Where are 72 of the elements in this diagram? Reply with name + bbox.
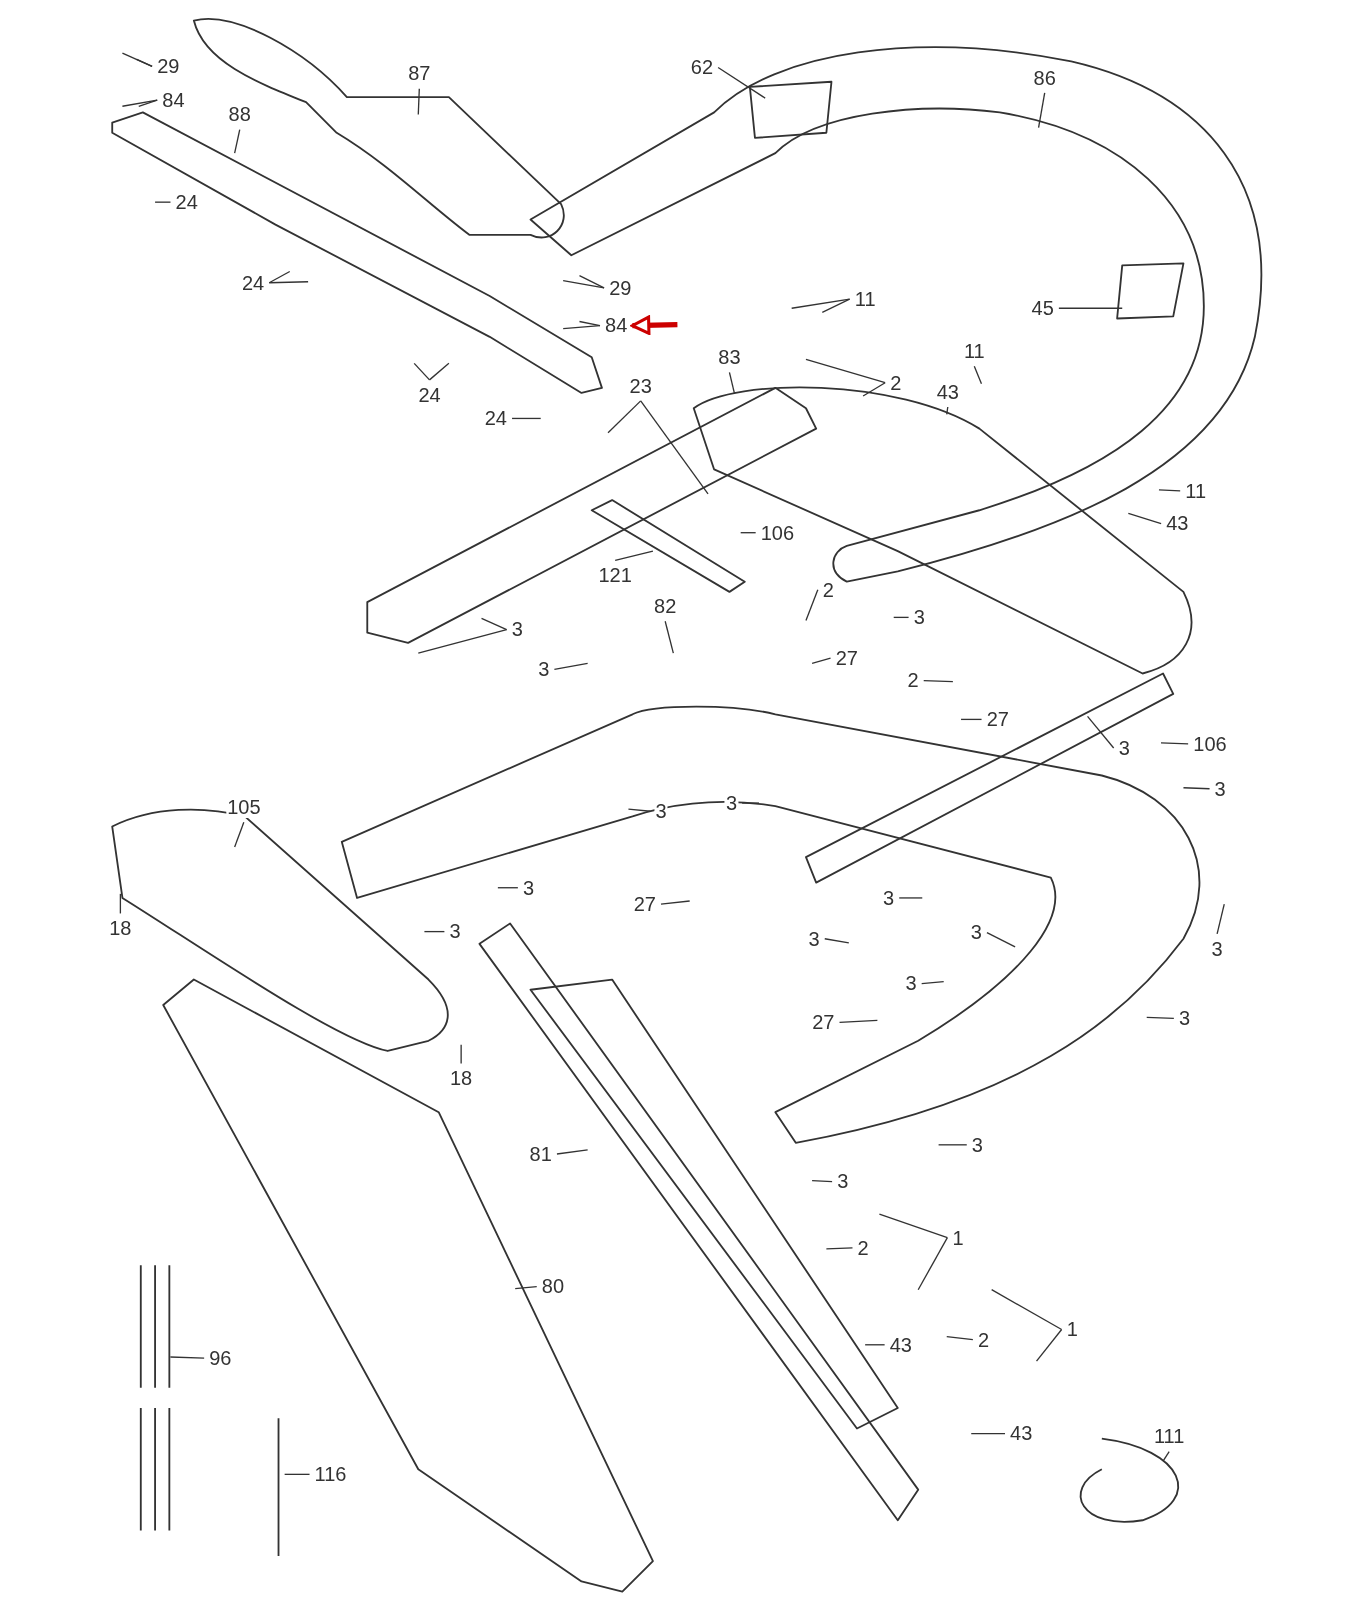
leader-line — [556, 1149, 589, 1155]
leader-line — [946, 1335, 974, 1341]
leader-line — [811, 1179, 833, 1183]
leader-line — [627, 808, 652, 812]
leader-line — [154, 201, 172, 203]
leader-line — [740, 532, 757, 534]
leader-line — [660, 900, 691, 905]
leader-line — [990, 1289, 1063, 1331]
leader-line — [811, 657, 832, 664]
leader-line — [497, 887, 519, 889]
leader-line — [893, 616, 910, 619]
leader-line — [138, 99, 158, 107]
leader-line — [921, 980, 945, 985]
leader-line — [821, 298, 851, 313]
leader-line — [1216, 903, 1225, 935]
leader-line — [1158, 489, 1181, 492]
leader-line — [283, 1473, 311, 1476]
leader-line — [460, 1044, 462, 1065]
arrow — [630, 315, 678, 335]
leader-line — [946, 406, 949, 416]
leader-line — [614, 550, 654, 562]
leader-line — [923, 679, 954, 683]
leader-line — [1127, 512, 1162, 525]
leader-line — [805, 589, 819, 622]
leader-line — [234, 821, 245, 848]
leader-line — [480, 617, 508, 631]
leader-line — [791, 298, 851, 309]
leader-line — [825, 1247, 854, 1250]
leader-line — [417, 88, 420, 116]
leader-line — [717, 66, 766, 99]
leader-line — [1160, 742, 1189, 745]
leader-line — [970, 1432, 1006, 1435]
leader-line — [268, 281, 309, 284]
leader-line — [728, 371, 736, 395]
leader-line — [741, 802, 760, 804]
leader-line — [838, 1019, 879, 1024]
leader-line — [898, 897, 923, 899]
leader-line — [878, 1213, 949, 1239]
leader-line — [234, 128, 241, 154]
leader-line — [824, 938, 850, 944]
leader-line — [607, 400, 642, 434]
leader-line — [417, 628, 508, 654]
leader-line — [1037, 92, 1046, 129]
leader-line — [973, 365, 983, 385]
leader-line — [553, 662, 589, 671]
leader-line — [1182, 787, 1211, 790]
leader-line — [917, 1237, 949, 1291]
leader-line — [664, 620, 674, 654]
leader-line — [805, 358, 886, 384]
leader-line — [1058, 307, 1123, 309]
leader-line — [119, 893, 122, 915]
leader-line — [1162, 1451, 1170, 1462]
leader-line — [562, 280, 605, 289]
leader-line — [1086, 715, 1115, 749]
leader-line — [169, 1356, 205, 1359]
leader-line — [428, 362, 450, 381]
leader-line — [864, 1344, 886, 1346]
leader-line — [423, 930, 446, 933]
leader-line — [413, 362, 431, 381]
leader-line — [986, 931, 1016, 948]
leader-line — [1146, 1016, 1175, 1019]
leader-line — [514, 1285, 538, 1290]
leader-line — [511, 417, 542, 420]
leader-line — [578, 274, 605, 289]
leader-line — [960, 718, 983, 721]
leader-line — [640, 400, 709, 495]
leader-line — [268, 270, 291, 284]
leader-line — [1035, 1328, 1063, 1362]
leader-line — [136, 58, 153, 68]
leader-line — [937, 1144, 968, 1146]
leader-line — [578, 320, 601, 327]
leader-line — [862, 382, 886, 397]
